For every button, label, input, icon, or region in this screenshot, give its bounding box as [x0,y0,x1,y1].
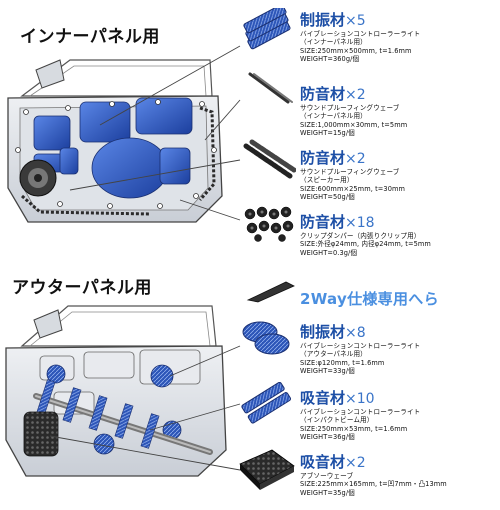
damping-sheet-stack-icon [243,8,291,50]
outer-panel-heading: アウターパネル用 [12,278,152,298]
clip-damper-set-icon [244,206,294,242]
outer-item-damping-pad: 制振材×8 バイブレーションコントローラーライト （アウターパネル用） SIZE… [300,323,421,375]
impact-beam-strip-icon [241,382,292,424]
speaker-foam-strip-icon [243,139,296,179]
round-damping-pad-icon [242,321,290,355]
soundproof-strip-icon [248,72,293,104]
outer-item-impact-beam: 吸音材×10 バイブレーションコントローラーライト （インパクトビーム用） SI… [300,389,421,441]
inner-item-speaker-wave: 防音材×2 サウンドプルーフィングウェーブ （スピーカー用） SIZE:600m… [300,149,406,201]
outer-door-illustration [5,305,241,477]
inner-panel-heading: インナーパネル用 [20,27,160,47]
absorber-wave-pad-icon [239,449,295,490]
inner-item-damping-sheet: 制振材×5 バイブレーションコントローラーライト （インナーパネル用） SIZE… [300,11,421,63]
spatula-tool-icon [246,281,295,303]
inner-door-illustration [7,45,241,223]
outer-item-absorber-wave: 吸音材×2 アブソーウェーブ SIZE:225mm×165mm, t=凹7mm・… [300,453,447,497]
inner-item-soundproof-wave: 防音材×2 サウンドプルーフィングウェーブ （インナーパネル用） SIZE:1,… [300,85,408,137]
inner-item-clip-damper: 防音材×18 クリップダンパー（内張りクリップ用） SIZE:外径φ24mm, … [300,213,431,257]
two-way-spatula-label: 2Way仕様専用へら [300,290,439,308]
